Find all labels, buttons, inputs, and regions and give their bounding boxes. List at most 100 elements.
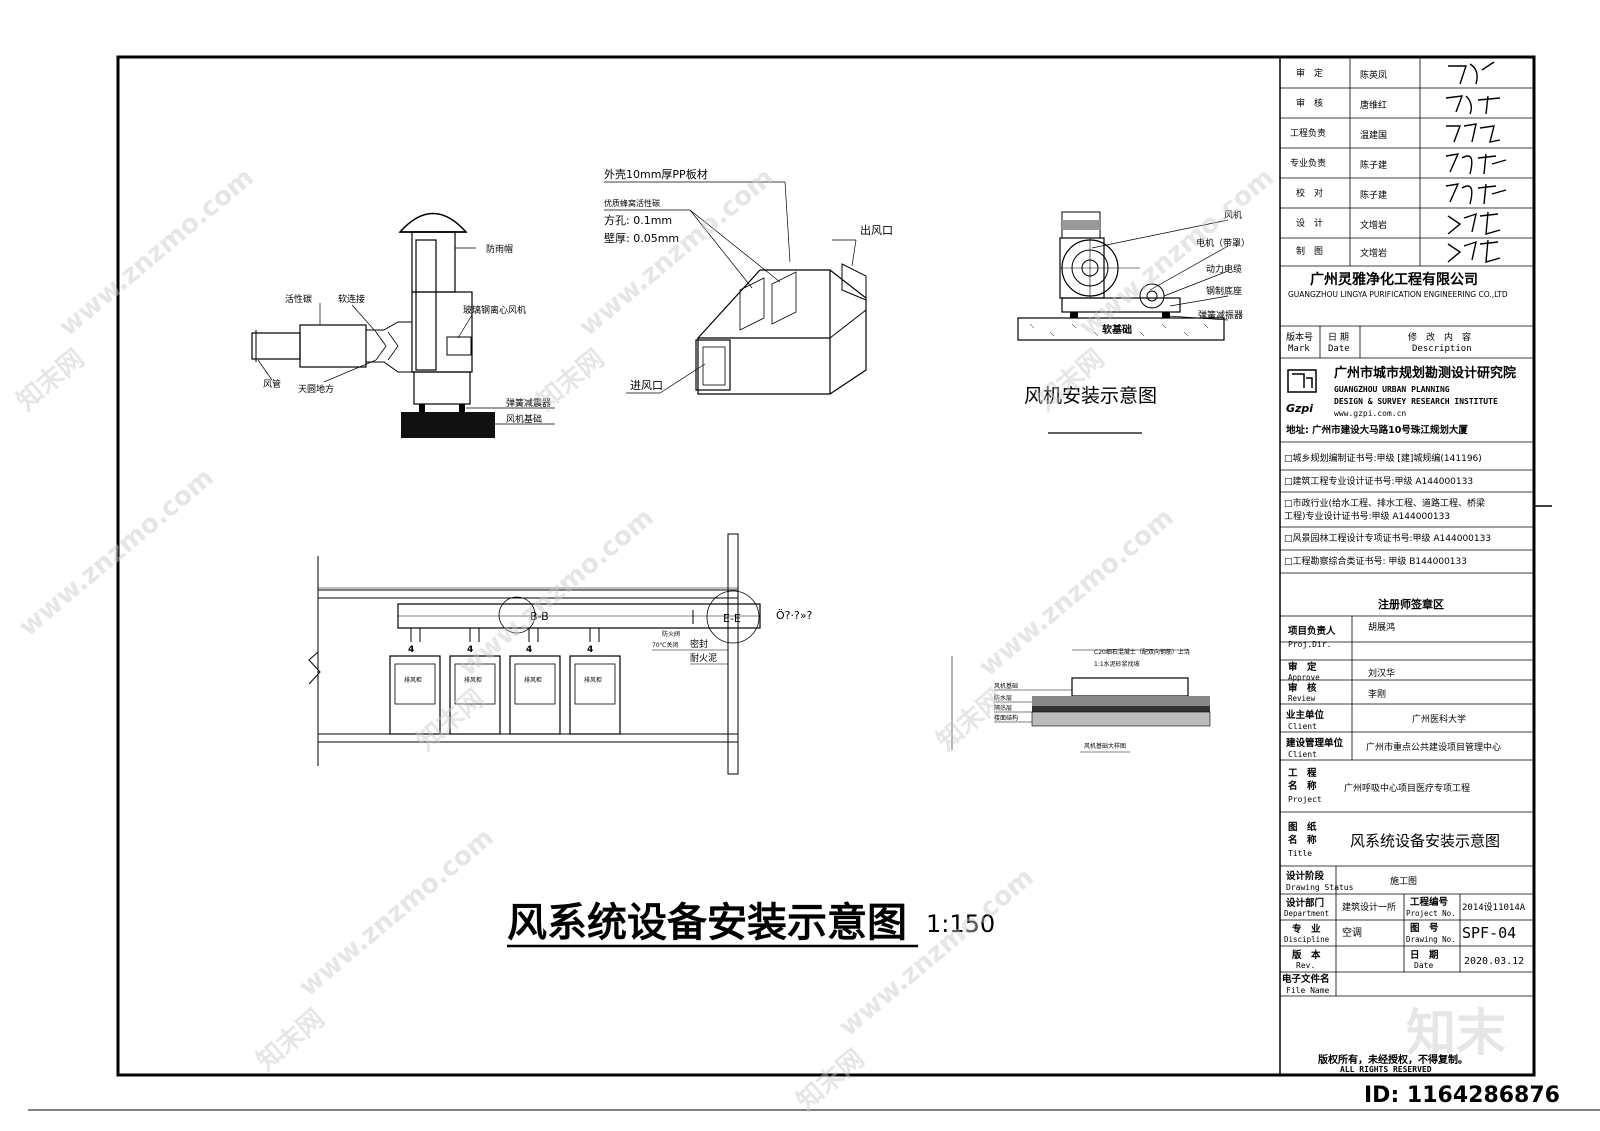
label-steel-base: 钢制底座 [1206,285,1242,297]
label-c20: C20细石混凝土（配双向钢筋）上浇 [1094,648,1190,656]
review-cn: 审 核 [1288,682,1317,694]
rev-en: Rev. [1296,961,1315,970]
sig-role-3: 工程负责 [1290,127,1326,139]
label-spring: 弹簧减振器 [1198,309,1243,321]
foundation-detail: C20细石混凝土（配双向钢筋）上浇 1:1水泥砂浆找坡 风机基础 防水层 隔热层… [951,648,1211,753]
label-fire-damper: 防火阀 [662,630,680,638]
cert-3: □市政行业(给水工程、排水工程、道路工程、桥梁 [1284,497,1485,509]
label-fire-mud: 耐火泥 [690,652,717,664]
disc-en: Discipline [1284,935,1330,944]
label-size-4: 4 [587,645,593,655]
proj-dir-name: 胡展鸿 [1368,621,1395,633]
wm-brand-7: 知末网 [251,1004,330,1077]
mgmt-en: Client [1288,750,1317,759]
label-transition: 天圆地方 [298,383,334,395]
logo-text: Gzpi [1286,402,1313,415]
proj-dir-cn: 项目负责人 [1288,625,1336,637]
rev-mark-cn: 版本号 [1286,331,1313,343]
project-cn-1: 工 程 [1288,767,1317,779]
label-hood-2: 排风柜 [464,676,482,684]
dept-value: 建筑设计一所 [1342,901,1396,913]
client-en: Client [1288,722,1317,731]
client-name: 广州医科大学 [1412,713,1466,725]
wm-site-1: www.znzmo.com [53,163,259,343]
label-bb: B-B [530,610,549,623]
dept-en: Department [1284,909,1329,918]
approve-name: 刘汉华 [1368,667,1395,679]
review-en: Review [1288,694,1316,703]
label-wall: 壁厚: 0.05mm [604,231,679,245]
exhaust-system-detail: 防雨帽 活性碳 软连接 玻璃钢离心风机 风管 天圆地方 弹簧减震器 风机基础 [251,212,555,438]
drawing-title-cn-1: 图 纸 [1288,821,1317,833]
sig-name-2: 唐维红 [1360,99,1387,111]
drawno-value: SPF-04 [1462,924,1516,942]
fan-install-detail: 风机 电机（带罩） 动力电缆 钢制底座 弹簧减振器 软基础 风机安装示意图 [1017,209,1250,434]
status-value: 施工图 [1390,875,1417,887]
institute-name-en-1: GUANGZHOU URBAN PLANNING [1334,385,1450,394]
main-title: 风系统设备安装示意图 [507,900,907,946]
mgmt-cn: 建设管理单位 [1285,737,1344,749]
projno-cn: 工程编号 [1410,896,1449,908]
sig-role-1: 审 定 [1296,67,1323,79]
label-hood-1: 排风柜 [404,676,422,684]
label-fan-base: 风机基础 [994,682,1018,690]
cert-4: □风景园林工程设计专项证书号:甲级 A144000133 [1284,532,1491,544]
drawing-title-en: Title [1288,849,1312,858]
wm-brand-5: 知末网 [411,684,490,757]
status-cn: 设计阶段 [1286,870,1325,882]
file-cn: 电子文件名 [1282,973,1330,985]
drawing-title-cn-2: 名 称 [1288,834,1317,846]
label-inlet: 进风口 [630,379,663,392]
review-name: 李刚 [1368,688,1386,700]
main-scale: 1:150 [926,910,995,938]
rights-cn: 版权所有，未经授权，不得复制。 [1318,1053,1468,1066]
label-ee: E-E [723,612,741,625]
client-cn: 业主单位 [1286,709,1325,721]
proj-dir-en: Proj.Dir. [1288,640,1331,649]
wm-site-7: www.znzmo.com [293,823,499,1003]
projno-en: Project No. [1406,909,1456,918]
fume-hoods [389,655,621,735]
label-outlet: 出风口 [860,223,893,237]
label-size-2: 4 [467,645,473,655]
label-honeycomb: 优质蜂窝活性碳 [604,198,660,208]
cert-2: □建筑工程专业设计证书号:甲级 A144000133 [1284,475,1473,487]
label-size-3: 4 [526,645,532,655]
wm-brand-1: 知末网 [11,344,90,417]
label-70c: 70℃关闭 [652,641,678,649]
sig-name-7: 文增岩 [1360,247,1387,259]
label-motor: 电机（带罩） [1196,237,1250,249]
dept-cn: 设计部门 [1286,897,1324,909]
cert-1: □城乡规划编制证书号:甲级 [建]城规编(141196) [1284,452,1482,464]
label-structure: 楼面结构 [994,714,1018,722]
sig-name-5: 陈子建 [1360,189,1387,201]
label-spring-damper: 弹簧减震器 [506,397,551,409]
project-name: 广州呼吸中心项目医疗专项工程 [1344,782,1470,794]
wm-site-2: www.znzmo.com [573,163,779,343]
label-soft-base: 软基础 [1102,323,1132,336]
wm-brand-2: 知末网 [531,344,610,417]
company-name-en: GUANGZHOU LINGYA PURIFICATION ENGINEERIN… [1288,290,1508,299]
drawno-en: Drawing No. [1406,935,1456,944]
wm-site-4: www.znzmo.com [13,463,219,643]
rev-mark-en: Mark [1288,344,1310,354]
duct-section-detail: 排风柜 排风柜 排风柜 排风柜 B-B E-E Ö?·?»? 防火阀 70℃关闭… [308,533,813,775]
label-mortar: 1:1水泥砂浆找坡 [1094,660,1140,668]
rev-desc-cn: 修 改 内 容 [1408,331,1471,343]
drawing-title-name: 风系统设备安装示意图 [1350,832,1500,850]
label-seal: 密封 [690,638,708,650]
label-soft-connection: 软连接 [338,293,365,305]
label-duct: 风管 [263,378,281,390]
sig-role-4: 专业负责 [1290,157,1326,169]
institute-name-en-2: DESIGN & SURVEY RESEARCH INSTITUTE [1334,397,1498,406]
label-hole: 方孔: 0.1mm [604,213,672,227]
drawno-cn: 图 号 [1410,923,1439,934]
cert-3b: 工程)专业设计证书号:甲级 A144000133 [1284,510,1450,522]
project-cn-2: 名 称 [1288,780,1317,792]
sig-name-6: 文增岩 [1360,219,1387,231]
label-hood-3: 排风柜 [524,676,542,684]
rights-en: ALL RIGHTS RESERVED [1340,1065,1432,1074]
date-cn: 日 期 [1410,949,1439,961]
sig-role-7: 制 图 [1296,245,1323,257]
disc-value: 空调 [1342,926,1362,939]
